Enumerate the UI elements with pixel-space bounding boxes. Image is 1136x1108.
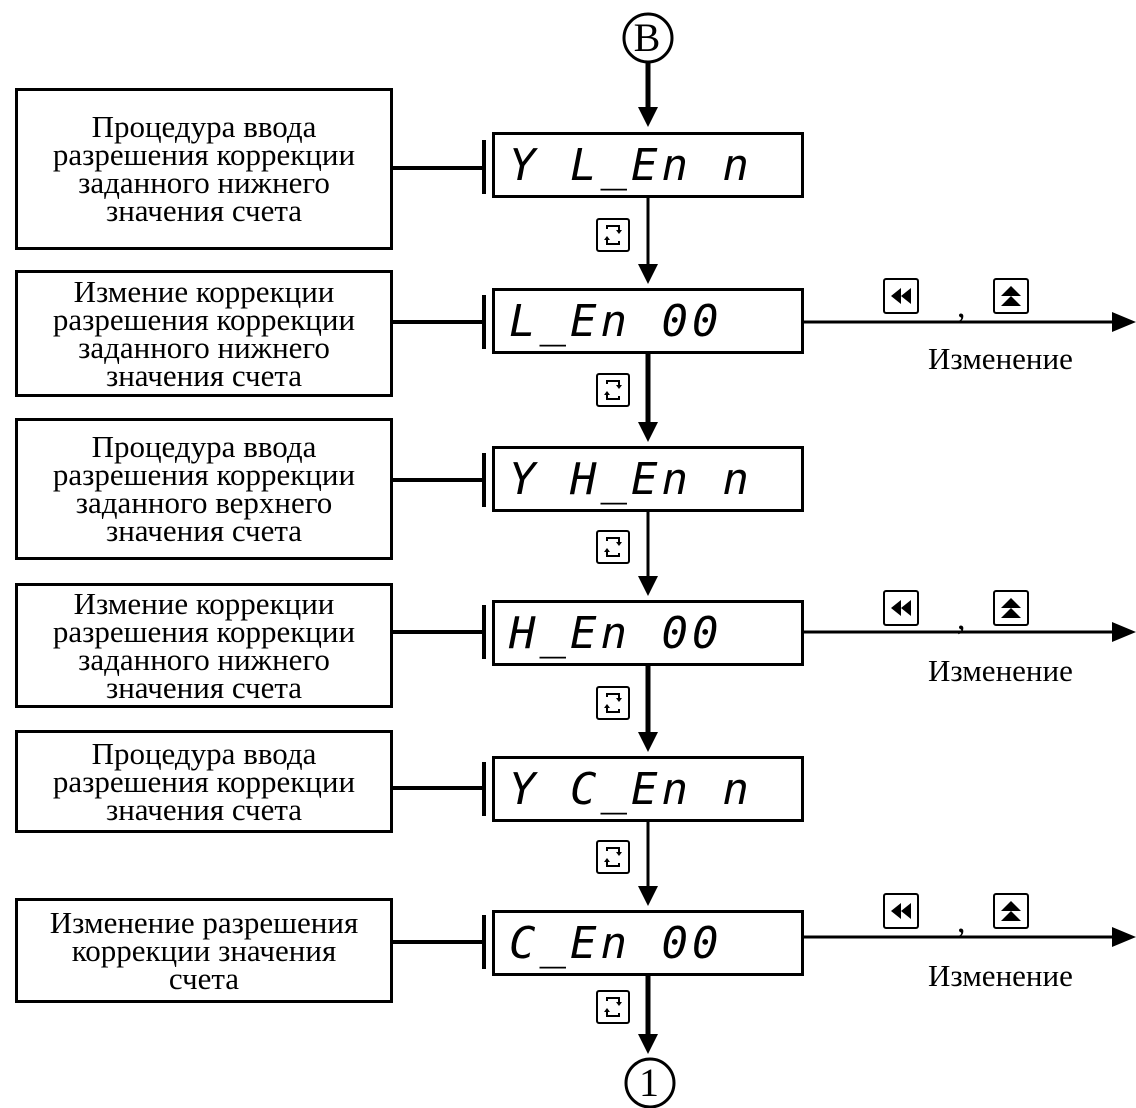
separator-comma: , — [957, 600, 966, 637]
step-3-bar — [482, 453, 486, 507]
up-key-icon — [993, 590, 1029, 626]
cycle-key-icon — [596, 686, 630, 720]
change-label: Изменение — [928, 341, 1073, 376]
up-key-icon — [993, 278, 1029, 314]
end-connector-label: 1 — [639, 1060, 659, 1105]
step-1-description: Процедура ввода разрешения коррекции зад… — [15, 88, 393, 250]
step-6-bar — [482, 915, 486, 969]
end-connector-circle — [624, 1057, 676, 1108]
cycle-glyph — [604, 693, 622, 713]
separator-comma: , — [957, 288, 966, 325]
rewind-key-icon — [883, 590, 919, 626]
rewind-key-icon — [883, 278, 919, 314]
change-arrow-head — [1112, 927, 1136, 947]
flow-arrow-head — [638, 422, 658, 442]
cycle-glyph — [604, 537, 622, 557]
flow-arrow-head — [638, 1034, 658, 1054]
rewind-key-icon — [883, 893, 919, 929]
step-4-description: Измение коррекции разрешения коррекции з… — [15, 583, 393, 708]
cycle-key-icon — [596, 530, 630, 564]
change-label: Изменение — [928, 653, 1073, 688]
cycle-glyph — [604, 847, 622, 867]
cycle-glyph — [604, 380, 622, 400]
separator-comma: , — [957, 903, 966, 940]
up-glyph — [1001, 598, 1021, 618]
flow-arrow-head — [638, 732, 658, 752]
step-5-display: Y C_En n — [492, 756, 804, 822]
step-4-display: H_En 00 — [492, 600, 804, 666]
step-2-description: Измение коррекции разрешения коррекции з… — [15, 270, 393, 397]
flow-arrow-head — [638, 264, 658, 284]
rewind-glyph — [891, 600, 911, 616]
rewind-glyph — [891, 903, 911, 919]
up-key-icon — [993, 893, 1029, 929]
step-6-description: Изменение разрешения коррекции значения … — [15, 898, 393, 1003]
step-2-display: L_En 00 — [492, 288, 804, 354]
cycle-glyph — [604, 997, 622, 1017]
flow-arrow-head — [638, 576, 658, 596]
cycle-key-icon — [596, 373, 630, 407]
change-label: Изменение — [928, 958, 1073, 993]
step-5-description: Процедура ввода разрешения коррекции зна… — [15, 730, 393, 833]
cycle-key-icon — [596, 218, 630, 252]
change-arrow-head — [1112, 622, 1136, 642]
flow-arrow-head — [638, 886, 658, 906]
step-3-description: Процедура ввода разрешения коррекции зад… — [15, 418, 393, 560]
step-1-display: Y L_En n — [492, 132, 804, 198]
change-arrow-head — [1112, 312, 1136, 332]
cycle-key-icon — [596, 990, 630, 1024]
step-2-bar — [482, 295, 486, 349]
cycle-key-icon — [596, 840, 630, 874]
rewind-glyph — [891, 288, 911, 304]
step-5-bar — [482, 762, 486, 816]
cycle-glyph — [604, 225, 622, 245]
flow-arrow-head — [638, 107, 658, 127]
step-4-bar — [482, 605, 486, 659]
step-1-bar — [482, 140, 486, 194]
start-connector-label: В — [633, 15, 661, 60]
up-glyph — [1001, 901, 1021, 921]
step-3-display: Y H_En n — [492, 446, 804, 512]
up-glyph — [1001, 286, 1021, 306]
step-6-display: C_En 00 — [492, 910, 804, 976]
